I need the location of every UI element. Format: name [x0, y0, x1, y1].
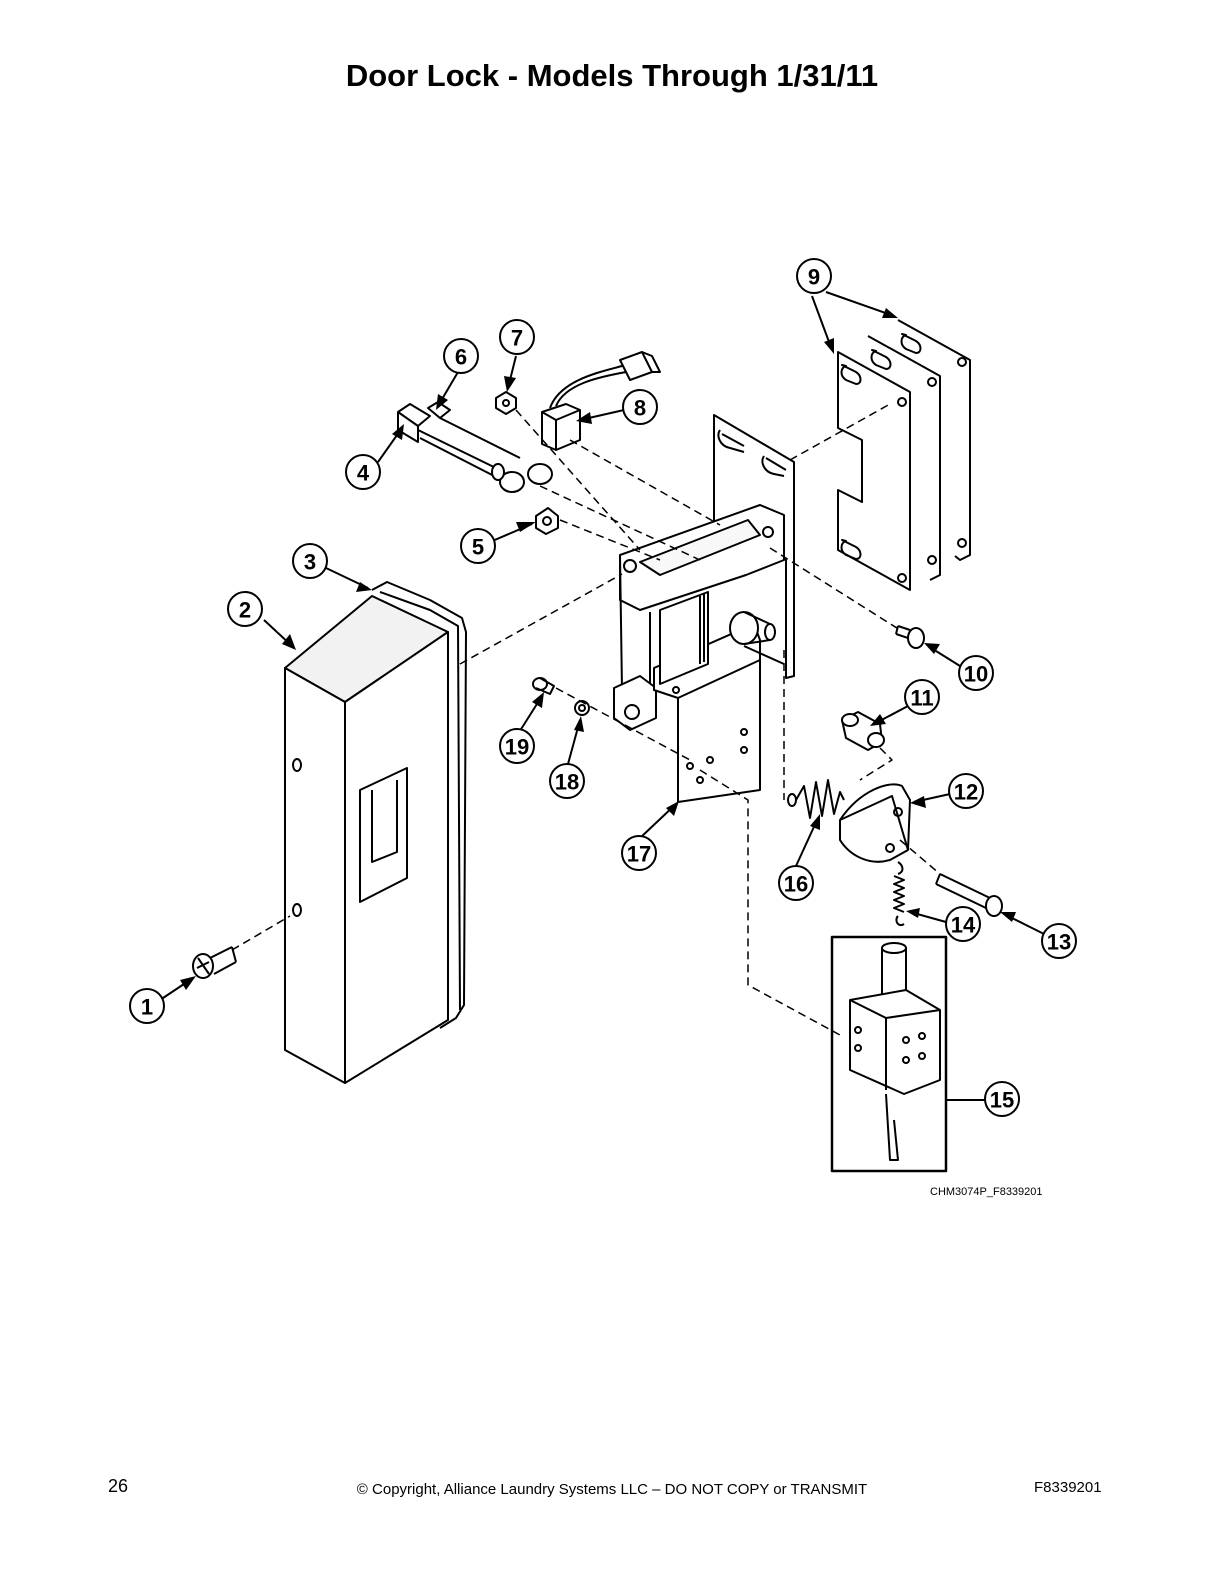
callout-label-18: 18 — [555, 770, 579, 795]
callout-label-10: 10 — [964, 662, 988, 687]
lock-cover — [284, 581, 467, 1084]
callout-label-5: 5 — [472, 535, 484, 560]
screw-part-19 — [532, 677, 555, 695]
callout-label-1: 1 — [141, 995, 153, 1020]
callout-17 — [621, 835, 657, 871]
callout-13 — [1041, 923, 1077, 959]
callout-label-16: 16 — [784, 872, 808, 897]
washer-part-18 — [574, 700, 590, 716]
callout-10 — [958, 655, 994, 691]
callout-1 — [129, 988, 165, 1024]
callout-label-15: 15 — [990, 1088, 1014, 1113]
callout-label-3: 3 — [304, 550, 316, 575]
callout-label-7: 7 — [511, 326, 523, 351]
screw-part-13 — [935, 873, 1003, 917]
page-title: Door Lock - Models Through 1/31/11 — [345, 58, 879, 93]
callout-3 — [292, 543, 328, 579]
callout-label-19: 19 — [505, 735, 529, 760]
drawing-code: CHM3074P_F8339201 — [930, 1186, 1043, 1198]
callout-label-8: 8 — [634, 396, 646, 421]
plates-part-9 — [837, 319, 971, 591]
screw-part-1 — [192, 946, 237, 979]
callout-11 — [904, 679, 940, 715]
callout-label-6: 6 — [455, 345, 467, 370]
assembly-lines — [231, 403, 941, 1036]
callout-8 — [622, 389, 658, 425]
switch-part-8 — [541, 351, 661, 451]
callout-5 — [460, 528, 496, 564]
part-number: F8339201 — [1034, 1479, 1102, 1496]
spring-part-14 — [893, 861, 905, 926]
callout-label-13: 13 — [1047, 930, 1071, 955]
callout-label-11: 11 — [910, 686, 933, 711]
latch-part-12 — [839, 783, 911, 863]
callout-18 — [549, 763, 585, 799]
callout-15 — [984, 1081, 1020, 1117]
callout-14 — [945, 906, 981, 942]
callout-circles — [129, 258, 1077, 1117]
callout-12 — [948, 773, 984, 809]
nut-part-5 — [535, 507, 559, 535]
callout-label-14: 14 — [951, 913, 976, 938]
callout-4 — [345, 454, 381, 490]
solenoid-part-15 — [830, 935, 948, 1173]
callout-16 — [778, 865, 814, 901]
pin-part-11 — [841, 711, 885, 751]
screw-part-10 — [895, 625, 925, 649]
callout-19 — [499, 728, 535, 764]
callout-label-12: 12 — [954, 780, 978, 805]
callout-7 — [499, 319, 535, 355]
copyright-notice: © Copyright, Alliance Laundry Systems LL… — [356, 1481, 868, 1498]
callout-9 — [796, 258, 832, 294]
callout-label-17: 17 — [627, 842, 651, 867]
wire-harness — [397, 401, 553, 493]
lock-bracket — [613, 414, 795, 803]
page-number: 26 — [108, 1476, 129, 1496]
spring-part-16 — [787, 779, 845, 819]
nut-part-7 — [495, 391, 517, 415]
callout-label-9: 9 — [808, 265, 820, 290]
callout-6 — [443, 338, 479, 374]
callout-2 — [227, 591, 263, 627]
callout-label-2: 2 — [239, 598, 251, 623]
callout-arrowheads — [180, 308, 1016, 990]
callout-label-4: 4 — [357, 461, 370, 486]
